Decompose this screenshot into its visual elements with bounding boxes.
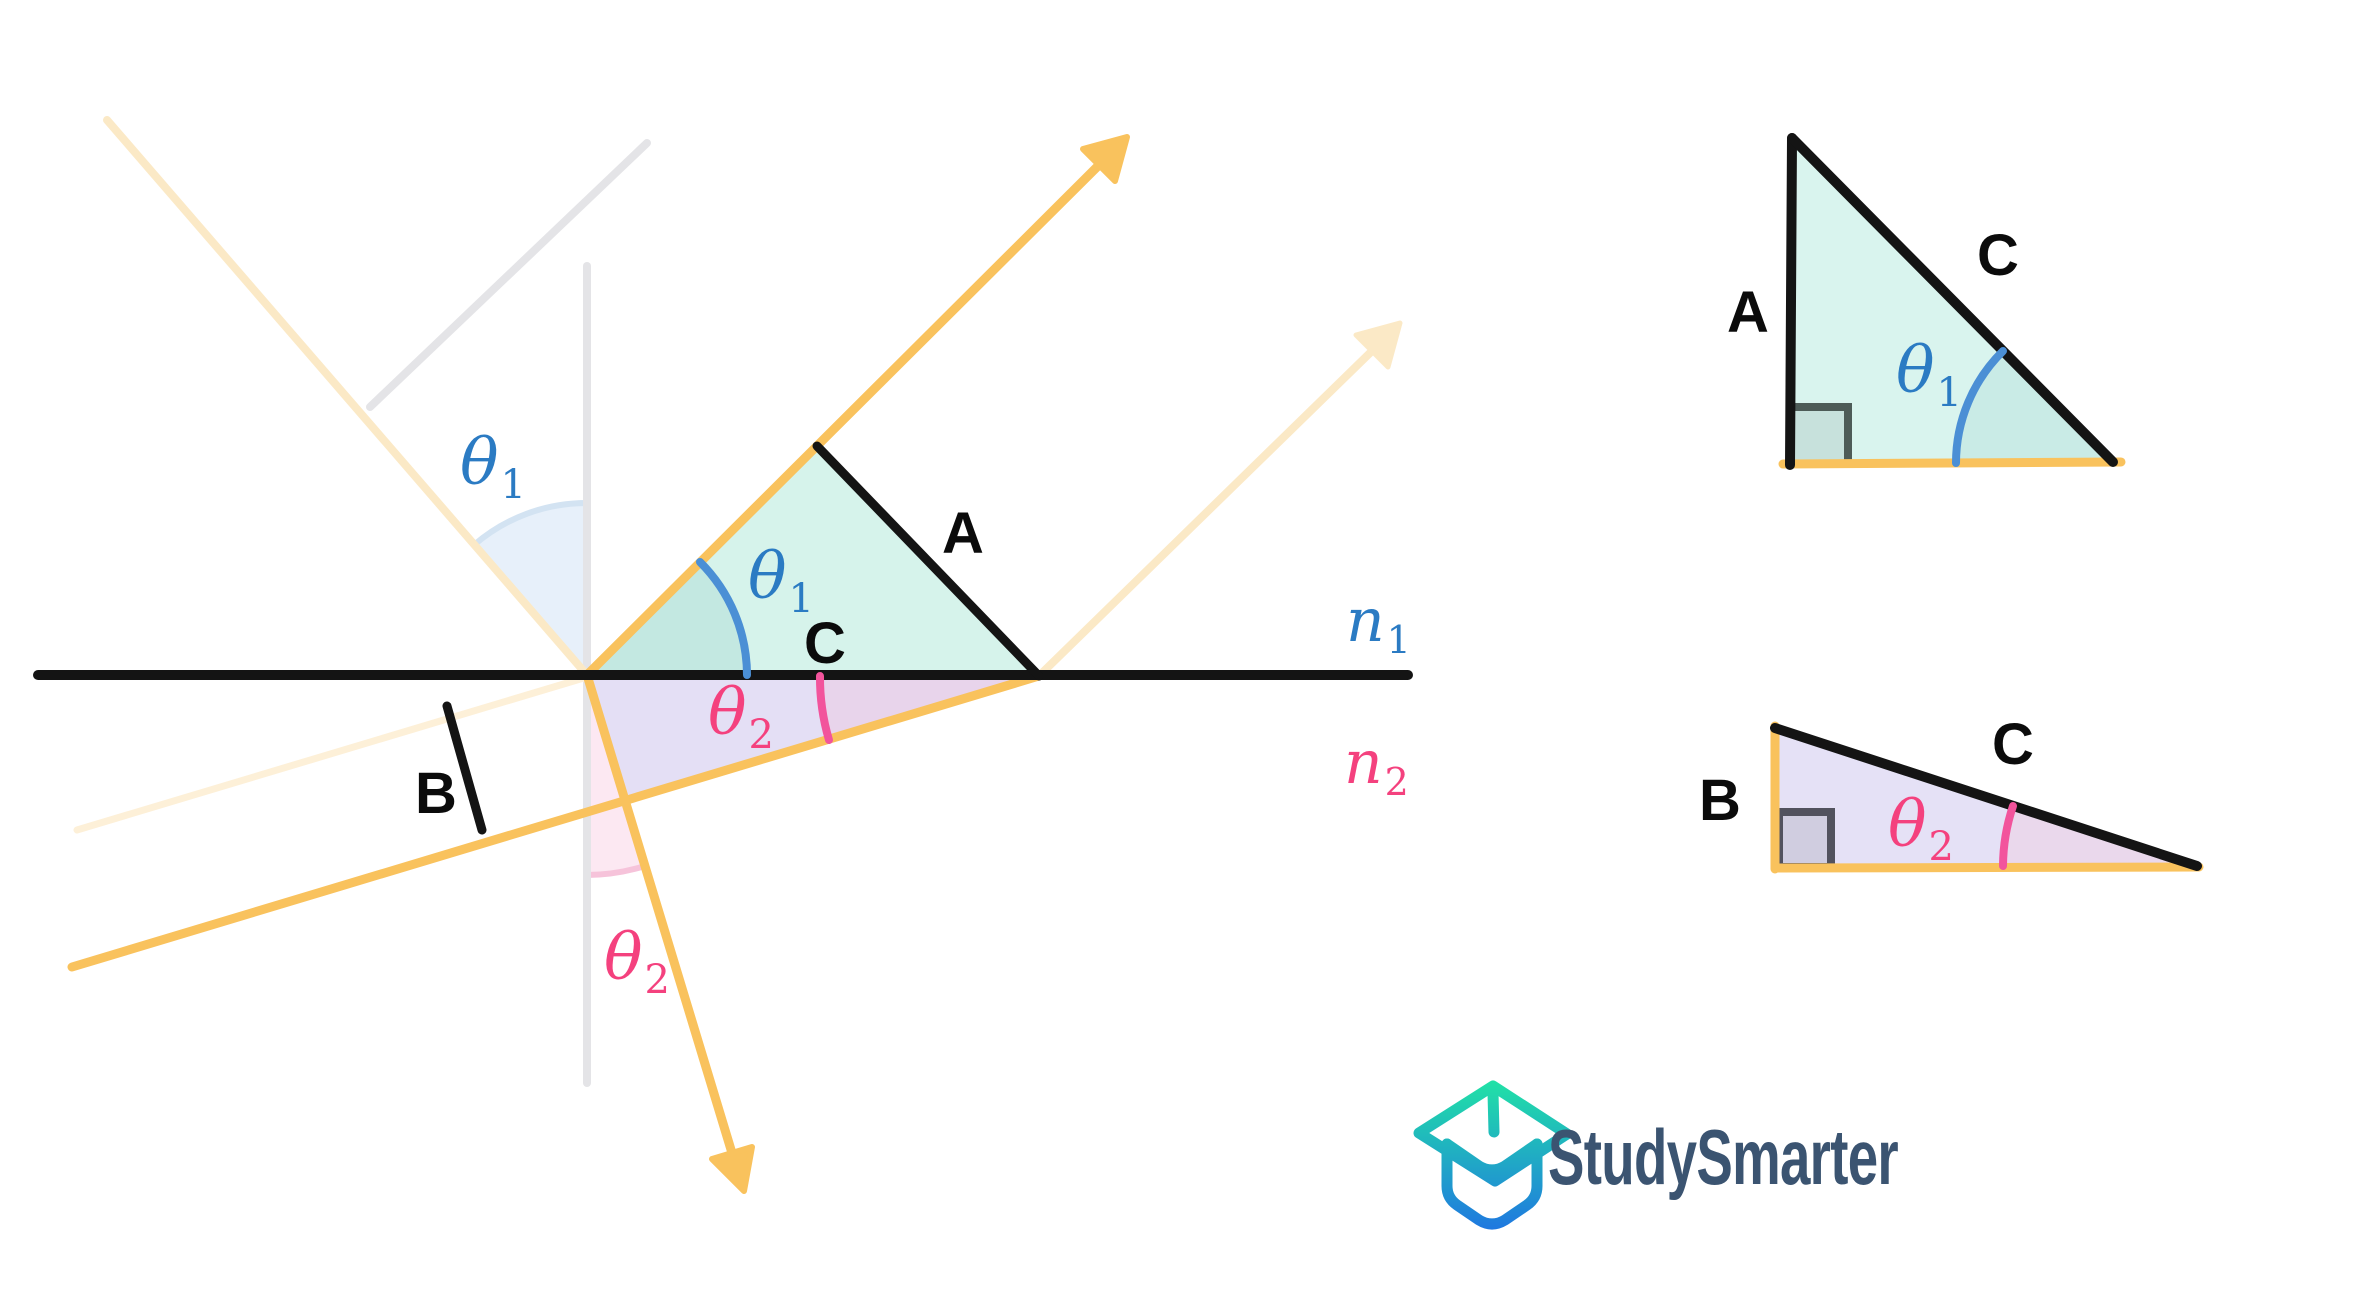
studysmarter-logo: StudySmarter <box>1413 1080 1899 1230</box>
incidence-angle-wedge <box>474 502 587 675</box>
side-b-segment <box>442 701 487 835</box>
component-triangle-theta2: B C θ2 <box>1699 712 2204 874</box>
side-a-label: A <box>942 501 984 566</box>
refracted-wavefront-faint <box>73 673 591 834</box>
triangle-top-theta1-arc <box>1952 347 2007 467</box>
medium1-index-label: n1 <box>1346 586 1411 662</box>
theta2-label-refracted: θ2 <box>604 921 670 1003</box>
side-b-label: B <box>415 761 457 826</box>
incident-ray <box>103 116 591 679</box>
theta1-arc <box>696 558 751 679</box>
triangle-top-side-c-label: C <box>1977 223 2019 288</box>
theta1-label-triangle: θ1 <box>748 540 814 622</box>
reflected-ray-secondary-arrowhead-icon <box>1353 320 1403 370</box>
triangle-top-theta1-label: θ1 <box>1896 334 1962 416</box>
triangle-top-side-a-edge <box>1785 133 1797 470</box>
triangle-bottom-side-b-label: B <box>1699 768 1741 833</box>
incidence-angle-arc <box>472 499 588 548</box>
studysmarter-box-icon <box>1413 1080 1573 1230</box>
triangle-bottom-theta2-arc <box>1999 802 2017 870</box>
theta2-label-triangle: θ2 <box>708 676 774 758</box>
triangle-bottom-hypotenuse-edge <box>1770 723 2202 871</box>
refracted-ray <box>582 670 737 1158</box>
triangle-bottom-side-c-label: C <box>1992 712 2034 777</box>
reflected-ray <box>582 158 1106 680</box>
triangle-bottom-base-edge <box>1770 862 2204 873</box>
medium2-index-label: n2 <box>1344 728 1409 804</box>
component-triangle-theta1: A C θ1 <box>1727 133 2126 470</box>
side-a-segment <box>812 441 1044 681</box>
theta1-wedge-fill <box>587 562 747 675</box>
triangle-bottom-theta2-label: θ2 <box>1888 788 1954 870</box>
theta2-arc <box>815 672 833 744</box>
refracted-wavefront-bright <box>67 671 1044 972</box>
triangle-top-hypotenuse-edge <box>1787 133 2118 467</box>
refracted-ray-arrowhead-icon <box>709 1144 755 1194</box>
triangle-top-theta-wedge <box>1956 351 2113 463</box>
triangle-top-side-a-label: A <box>1727 280 1769 345</box>
reflected-ray-arrowhead-icon <box>1080 134 1130 184</box>
right-angle-marker-icon <box>1787 403 1852 468</box>
studysmarter-wordmark: StudySmarter <box>1548 1113 1898 1201</box>
incident-wavefront-gray <box>366 139 651 411</box>
side-c-label: C <box>804 611 846 676</box>
right-angle-marker-icon <box>1775 808 1835 871</box>
reflected-ray-secondary <box>1039 345 1378 676</box>
theta1-label-incident: θ1 <box>460 426 526 508</box>
refraction-diagram: θ1 θ1 θ2 θ2 n1 n2 A C B <box>33 116 1413 1194</box>
